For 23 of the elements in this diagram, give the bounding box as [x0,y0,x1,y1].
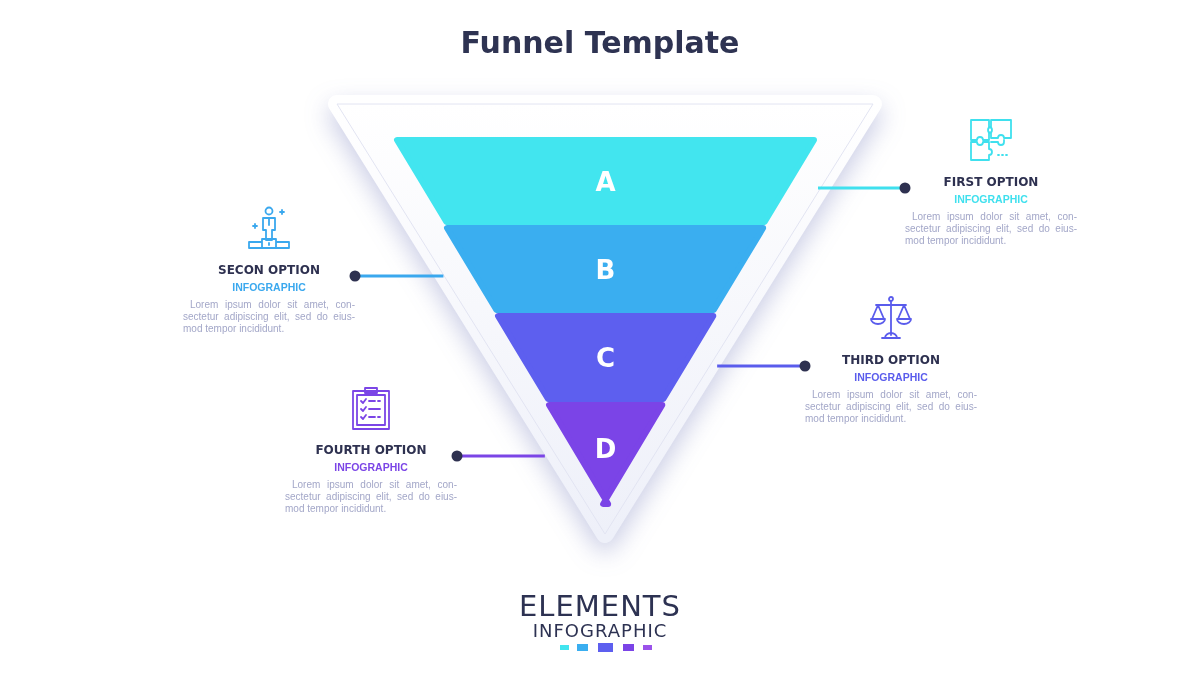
option-title: FOURTH OPTION [315,443,427,458]
segment-letter: C [595,343,616,373]
leader-line [717,360,811,372]
option-subtitle: INFOGRAPHIC [232,281,306,294]
option-description: Lorem ipsum dolor sit amet, con- sectetur adipiscing elit, sed do eius- mod tempor incididunt. [183,299,355,335]
option-subtitle: INFOGRAPHIC [854,371,928,384]
leader-line [349,270,444,282]
option-subtitle: INFOGRAPHIC [954,193,1028,206]
segment-letter: D [594,434,617,464]
option-description: Lorem ipsum dolor sit amet, con- sectetur adipiscing elit, sed do eius- mod tempor incididunt. [805,389,977,425]
option-description: Lorem ipsum dolor sit amet, con- sectetur adipiscing elit, sed do eius- mod tempor incididunt. [285,479,457,515]
diagram-title: Funnel Template [460,24,740,62]
footer-subheading: INFOGRAPHIC [532,620,668,642]
option-title: SECON OPTION [218,263,320,278]
segment-letter: A [595,167,616,197]
option-title: THIRD OPTION [842,353,940,368]
segment-letter: B [595,255,616,285]
leader-line [818,182,911,194]
option-subtitle: INFOGRAPHIC [334,461,408,474]
option-title: FIRST OPTION [943,175,1039,190]
leader-line [451,450,545,462]
footer-heading: ELEMENTS [519,590,681,623]
option-description: Lorem ipsum dolor sit amet, con- sectetur adipiscing elit, sed do eius- mod tempor incididunt. [905,211,1077,247]
